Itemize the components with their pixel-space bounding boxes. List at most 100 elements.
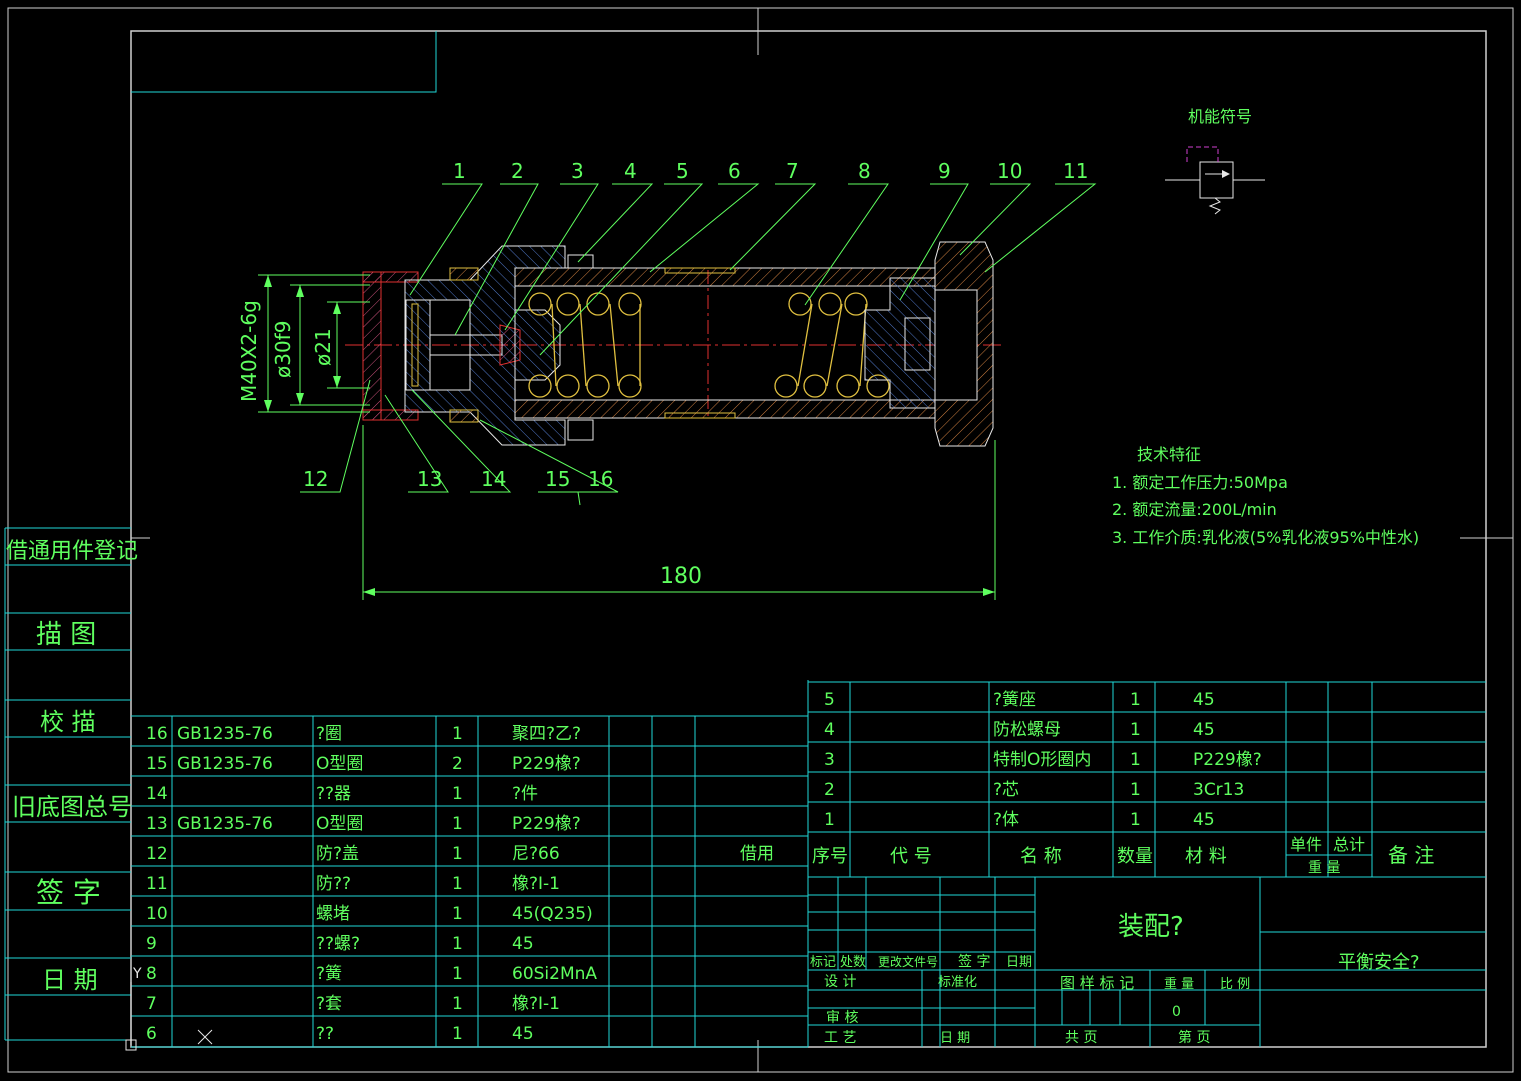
hdr-weight: 重 量 <box>1308 860 1340 876</box>
bom-left-cell: 10 <box>146 904 168 924</box>
bom-right-grid <box>808 681 1486 878</box>
balloon-leaders <box>300 183 1097 506</box>
hdr-mat: 材 料 <box>1185 846 1227 867</box>
dimension-arrows <box>264 275 995 596</box>
bom-right-cell: 防松螺母 <box>993 720 1061 740</box>
bom-left-cell: 11 <box>146 874 168 894</box>
balloon-8: 8 <box>858 159 871 183</box>
tb-process: 工 艺 <box>824 1030 856 1046</box>
balloon-12: 12 <box>303 467 328 491</box>
hdr-qty: 数量 <box>1117 846 1153 867</box>
product-name: 平衡安全? <box>1338 952 1420 973</box>
bom-left-cell: GB1235-76 <box>177 754 273 774</box>
bom-left-cell: 12 <box>146 844 168 864</box>
bom-left-cell: 45(Q235) <box>512 904 593 924</box>
bom-right-cell: 1 <box>1130 750 1141 770</box>
hdr-seq: 序号 <box>812 846 848 867</box>
bom-right-cell: 2 <box>824 780 835 800</box>
tb-date2: 日 期 <box>940 1031 970 1046</box>
bom-left-cell: GB1235-76 <box>177 814 273 834</box>
tb-total-pages: 共 页 <box>1065 1030 1097 1046</box>
hdr-note: 备 注 <box>1388 843 1434 867</box>
drawing-name: 装配? <box>1118 912 1184 942</box>
technical-specs: 技术特征 1. 额定工作压力:50Mpa 2. 额定流量:200L/min 3.… <box>1112 445 1419 547</box>
strip-label-date: 日 期 <box>42 966 98 994</box>
strip-label-sign: 签 字 <box>36 876 101 909</box>
bom-right-cell: 5 <box>824 690 835 710</box>
bom-left-cell: 6 <box>146 1024 157 1044</box>
bom-right-cell: 4 <box>824 720 835 740</box>
bom-right-cell: 1 <box>1130 690 1141 710</box>
bom-right-cell: 1 <box>1130 810 1141 830</box>
bom-right-cell: 45 <box>1193 690 1215 710</box>
bom-left-cell: ?套 <box>316 994 342 1014</box>
bom-left-cell: 1 <box>452 964 463 984</box>
function-symbol-title: 机能符号 <box>1188 107 1252 126</box>
spring-seat <box>864 277 936 409</box>
bom-right-cell: ?芯 <box>993 780 1019 800</box>
hdr-total: 总计 <box>1333 835 1365 854</box>
balloons: 1 2 3 4 5 6 7 8 9 10 11 12 13 14 15 16 <box>303 159 1088 491</box>
strip-label-borrow: 借通用件登记 <box>6 539 138 564</box>
bom-left-cell: 1 <box>452 724 463 744</box>
title-block-grid <box>808 877 1486 1047</box>
tb-scale: 比 例 <box>1220 977 1250 992</box>
strip-label-check: 校 描 <box>40 708 96 736</box>
bom-right-cell: 45 <box>1193 810 1215 830</box>
bom-left-cell: ??螺? <box>316 934 360 954</box>
bom-left-cell: O型圈 <box>316 814 363 834</box>
tb-count: 处数 <box>840 955 866 970</box>
balloon-10: 10 <box>997 159 1022 183</box>
tech-line-2: 2. 额定流量:200L/min <box>1112 500 1277 519</box>
tb-standard: 标准化 <box>938 975 977 990</box>
hdr-code: 代 号 <box>890 846 932 867</box>
bom-left-cell: 螺堵 <box>316 904 350 924</box>
bom-left-cell: 1 <box>452 934 463 954</box>
balloon-7: 7 <box>786 159 799 183</box>
tb-sample-mark: 图 样 标 记 <box>1060 974 1134 992</box>
balloon-11: 11 <box>1063 159 1088 183</box>
bom-right-cell: 1 <box>1130 720 1141 740</box>
tech-title: 技术特征 <box>1137 445 1201 464</box>
dim-thread: M40X2-6g <box>237 300 261 402</box>
bom-right-cell: 特制O形圈内 <box>993 750 1091 770</box>
bom-left-cell: 1 <box>452 904 463 924</box>
bom-left-cell: GB1235-76 <box>177 724 273 744</box>
bom-left-cell: 尼?66 <box>512 844 560 864</box>
strip-label-old-number: 旧底图总号 <box>12 793 132 821</box>
function-symbol: 机能符号 <box>1165 107 1265 215</box>
dimensions <box>258 274 996 600</box>
tb-mark: 标记 <box>810 955 836 970</box>
balloon-15: 15 <box>545 467 570 491</box>
bom-left-cell: 16 <box>146 724 168 744</box>
bom-header: 序号 代 号 名 称 数量 材 料 单件 总计 重 量 备 注 <box>812 835 1434 876</box>
dim-d30: ø30f9 <box>271 321 295 378</box>
bom-right-cell: 3Cr13 <box>1193 780 1244 800</box>
bom-left-cell: 60Si2MnA <box>512 964 597 984</box>
strip-label-trace: 描 图 <box>36 620 96 650</box>
tb-design: 设 计 <box>824 974 856 990</box>
bom-left-cell: P229橡? <box>512 754 581 774</box>
hdr-name: 名 称 <box>1020 846 1062 867</box>
balloon-13: 13 <box>417 467 442 491</box>
bom-left-cell: ?件 <box>512 784 538 804</box>
bom-left-cell: 2 <box>452 754 463 774</box>
bom-left-cell: 9 <box>146 934 157 954</box>
spring <box>528 292 890 398</box>
tb-date: 日期 <box>1006 955 1032 970</box>
bom-left-cell: 1 <box>452 874 463 894</box>
bom-left-cell: 45 <box>512 1024 534 1044</box>
bom-left-cell: 1 <box>452 1024 463 1044</box>
balloon-5: 5 <box>676 159 689 183</box>
hdr-unit: 单件 <box>1290 835 1322 854</box>
bom-right-cell: P229橡? <box>1193 750 1262 770</box>
bom-left-cell: 15 <box>146 754 168 774</box>
balloon-2: 2 <box>511 159 524 183</box>
bom-left-cell: 8 <box>146 964 157 984</box>
valve-body-left <box>404 245 566 446</box>
balloon-14: 14 <box>481 467 506 491</box>
bom-left-cell: ?簧 <box>316 964 342 984</box>
bom-left-cell: 橡?I-1 <box>512 874 560 894</box>
